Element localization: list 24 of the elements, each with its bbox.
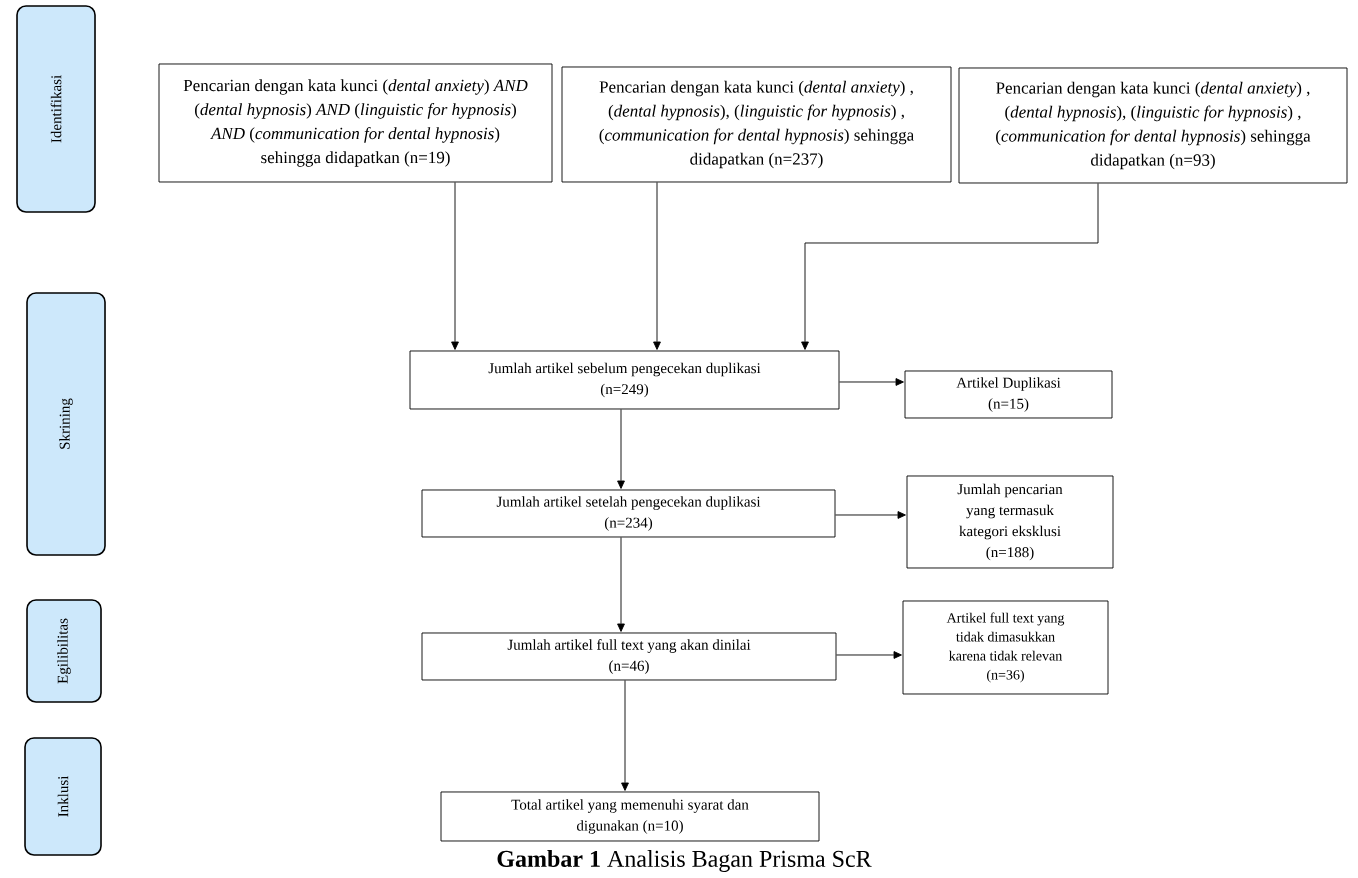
process-box: Jumlah artikel full text yang akan dinilai (n=46) [421, 632, 837, 681]
search-box: Pencarian dengan kata kunci (dental anxiety) AND (dental hypnosis) AND (linguistic for hypnosis) AND (communication for dental hypnosis) sehingga didapatkan (n=19) [158, 63, 553, 183]
phase-box: Identifikasi [16, 5, 96, 213]
arrow [451, 182, 459, 350]
phase-box: Skrining [26, 292, 106, 556]
search-box: Pencarian dengan kata kunci (dental anxiety) , (dental hypnosis), (linguistic for hypnosis) , (communication for dental hypnosis) sehingga didapatkan (n=237) [561, 66, 952, 183]
search-box: Pencarian dengan kata kunci (dental anxiety) , (dental hypnosis), (linguistic for hypnosis) , (communication for dental hypnosis) sehingga didapatkan (n=93) [958, 67, 1348, 184]
arrow [617, 409, 625, 489]
exclusion-box: Artikel Duplikasi (n=15) [904, 370, 1113, 419]
phase-box: Inklusi [24, 737, 102, 856]
process-box: Jumlah artikel sebelum pengecekan duplikasi (n=249) [409, 350, 840, 410]
exclusion-box: Artikel full text yang tidak dimasukkan karena tidak relevan (n=36) [902, 600, 1109, 695]
process-box: Total artikel yang memenuhi syarat dan digunakan (n=10) [440, 791, 820, 842]
arrow [836, 651, 902, 659]
arrow [621, 680, 629, 791]
arrow [835, 511, 906, 519]
arrow [839, 378, 904, 386]
arrow [617, 537, 625, 632]
phase-box: Egilibilitas [26, 599, 102, 703]
arrow [801, 183, 1099, 350]
process-box: Jumlah artikel setelah pengecekan duplikasi (n=234) [421, 489, 836, 538]
exclusion-box: Jumlah pencarian yang termasuk kategori eksklusi (n=188) [906, 475, 1114, 569]
arrow [653, 182, 661, 350]
figure-caption: Gambar 1 Analisis Bagan Prisma ScR [497, 850, 872, 872]
